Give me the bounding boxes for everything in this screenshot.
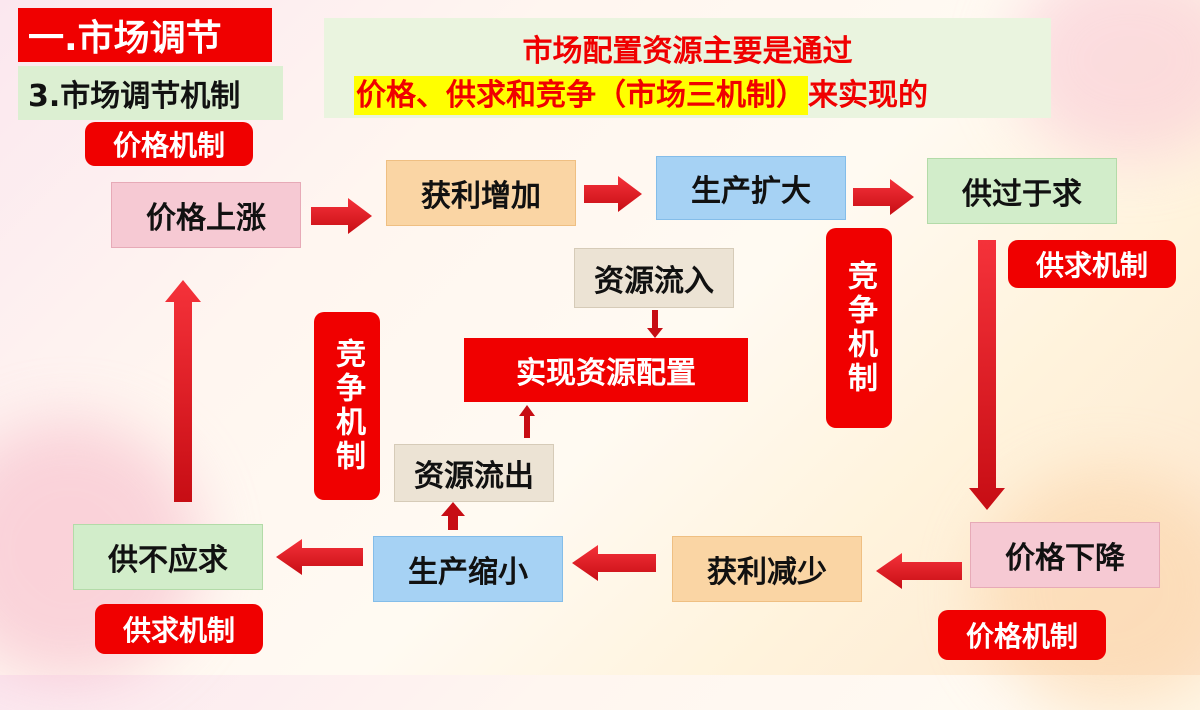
resource-allocation-box: 实现资源配置 xyxy=(464,338,748,402)
intro-line-2: 价格、供求和竞争（市场三机制）来实现的 xyxy=(354,70,928,115)
supply-demand-mechanism-label: 供求机制 xyxy=(95,604,263,654)
arrow-right xyxy=(853,179,914,215)
arrow-left xyxy=(276,539,363,575)
price-down-box: 价格下降 xyxy=(970,522,1160,588)
section-title: 一.市场调节 xyxy=(18,8,272,62)
supply-exceeds-demand-box: 供过于求 xyxy=(927,158,1117,224)
arrow-right xyxy=(311,198,372,234)
price-up-box: 价格上涨 xyxy=(111,182,301,248)
intro-line-1: 市场配置资源主要是通过 xyxy=(522,34,853,69)
arrow-left xyxy=(876,553,962,589)
arrow-up xyxy=(441,502,465,530)
resource-outflow-box: 资源流出 xyxy=(394,444,554,502)
arrow-right xyxy=(584,176,642,212)
arrow-down xyxy=(647,310,663,338)
price-mechanism-label: 价格机制 xyxy=(85,122,253,166)
supply-demand-mechanism-label: 供求机制 xyxy=(1008,240,1176,288)
flow-arrows xyxy=(165,176,1005,589)
price-mechanism-label: 价格机制 xyxy=(938,610,1106,660)
arrow-left xyxy=(572,545,656,581)
arrow-up xyxy=(165,280,201,502)
background-blob xyxy=(980,470,1200,710)
production-expand-box: 生产扩大 xyxy=(656,156,846,220)
intro-highlight: 价格、供求和竞争（市场三机制） xyxy=(354,76,808,115)
intro-banner: 市场配置资源主要是通过 价格、供求和竞争（市场三机制）来实现的 xyxy=(324,18,1051,118)
arrow-up xyxy=(519,405,535,438)
supply-short-box: 供不应求 xyxy=(73,524,263,590)
production-shrink-box: 生产缩小 xyxy=(373,536,563,602)
profit-up-box: 获利增加 xyxy=(386,160,576,226)
intro-tail: 来实现的 xyxy=(808,78,928,113)
competition-mechanism-label: 竞争机制 xyxy=(826,228,892,428)
subsection-title: 3.市场调节机制 xyxy=(18,66,283,120)
competition-mechanism-label: 竞争机制 xyxy=(314,312,380,500)
resource-inflow-box: 资源流入 xyxy=(574,248,734,308)
profit-down-box: 获利减少 xyxy=(672,536,862,602)
arrow-down xyxy=(969,240,1005,510)
